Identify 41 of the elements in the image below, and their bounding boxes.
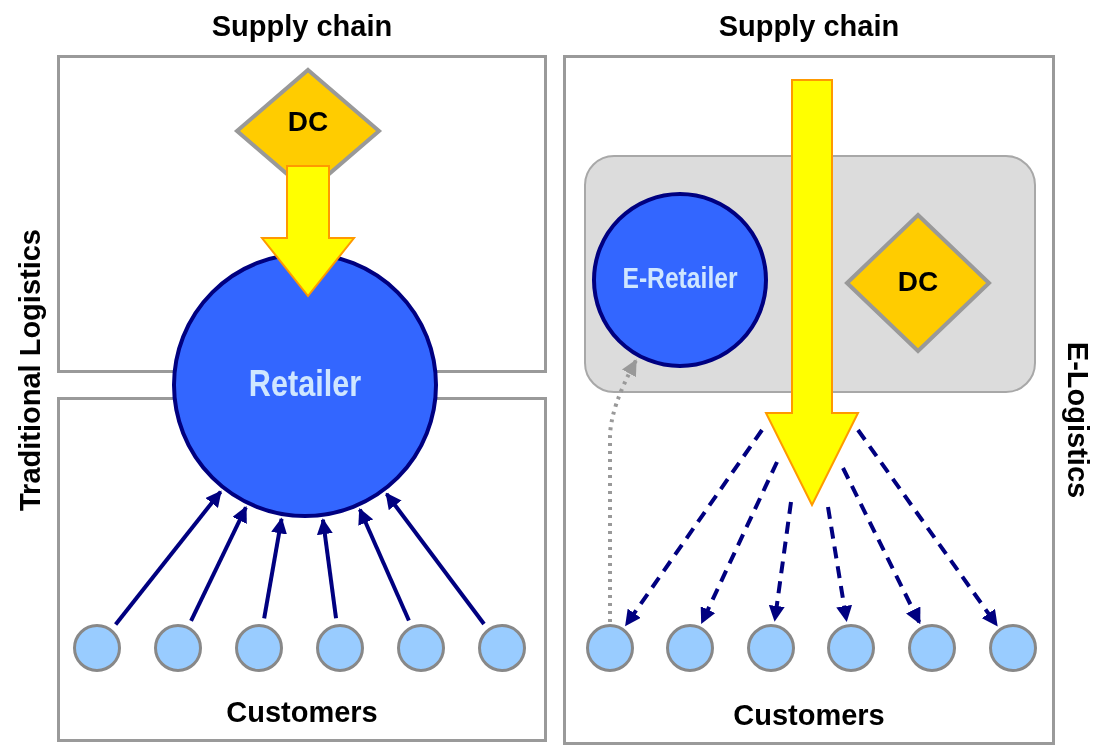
- arrow: [768, 501, 793, 622]
- arrow: [841, 467, 922, 625]
- customer-circle: [827, 624, 875, 672]
- arrow: [114, 490, 223, 626]
- arrow: [358, 507, 411, 622]
- customer-circle: [73, 624, 121, 672]
- customer-circle: [154, 624, 202, 672]
- panel-box: [57, 397, 547, 742]
- group-label: Customers: [225, 696, 379, 729]
- node-label: DC: [286, 106, 330, 138]
- customer-circle: [478, 624, 526, 672]
- customer-circle: [747, 624, 795, 672]
- customer-circle: [989, 624, 1037, 672]
- customer-circle: [397, 624, 445, 672]
- panel-heading: Supply chain: [210, 10, 394, 43]
- panel-heading: Supply chain: [717, 10, 901, 43]
- customer-circle: [235, 624, 283, 672]
- arrow: [189, 506, 248, 622]
- node-label: E-Retailer: [621, 262, 739, 295]
- arrow: [624, 428, 764, 627]
- customer-circle: [908, 624, 956, 672]
- customer-circle: [666, 624, 714, 672]
- group-label: Customers: [732, 699, 886, 732]
- decision-diamond: [845, 213, 991, 353]
- arrow: [384, 492, 486, 626]
- arrow: [826, 506, 853, 622]
- block-arrow: [259, 165, 357, 298]
- arrow: [608, 359, 638, 622]
- arrow: [700, 461, 779, 625]
- group-box: [584, 155, 1036, 393]
- node-label: Retailer: [247, 363, 363, 405]
- arrow: [316, 518, 339, 619]
- customer-circle: [316, 624, 364, 672]
- retailer-circle: [592, 192, 768, 368]
- side-label: Traditional Logistics: [13, 229, 47, 511]
- arrow: [262, 517, 287, 619]
- node-label: DC: [896, 266, 940, 298]
- arrow: [856, 428, 999, 627]
- block-arrow: [764, 79, 860, 508]
- customer-circle: [586, 624, 634, 672]
- side-label: E-Logistics: [1060, 341, 1094, 499]
